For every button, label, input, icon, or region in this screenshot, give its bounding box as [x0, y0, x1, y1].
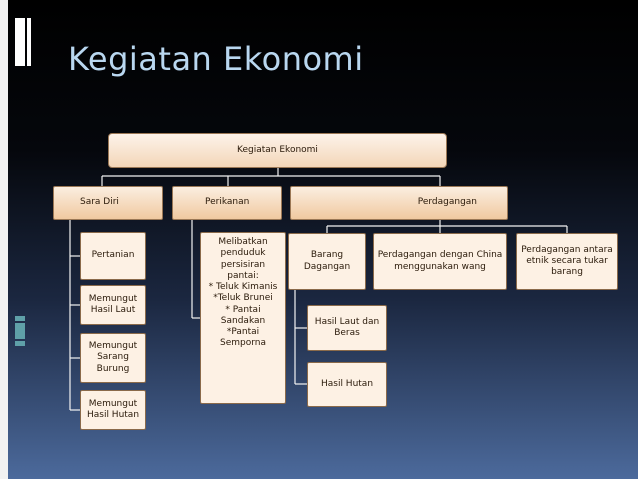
- node-barang-dagangan: Barang Dagangan: [288, 233, 366, 290]
- slide-title: Kegiatan Ekonomi: [68, 40, 364, 78]
- leaf-hasil-laut-dan-beras: Hasil Laut dan Beras: [307, 305, 387, 351]
- left-accent-bar: [0, 0, 8, 479]
- leaf-memungut-hasil-hutan: Memungut Hasil Hutan: [80, 390, 146, 430]
- root-node: Kegiatan Ekonomi: [108, 133, 447, 168]
- leaf-pertanian: Pertanian: [80, 232, 146, 280]
- branch-sara-diri: Sara Diri: [53, 186, 163, 220]
- branch-perdagangan: Perdagangan: [290, 186, 508, 220]
- leaf-memungut-hasil-laut: Memungut Hasil Laut: [80, 285, 146, 325]
- node-perdagangan-china: Perdagangan dengan China menggunakan wan…: [373, 233, 507, 290]
- branch-perikanan: Perikanan: [172, 186, 282, 220]
- leaf-perikanan-detail: Melibatkan penduduk persisiran pantai: *…: [200, 232, 286, 404]
- leaf-hasil-hutan: Hasil Hutan: [307, 362, 387, 407]
- leaf-memungut-sarang-burung: Memungut Sarang Burung: [80, 333, 146, 383]
- node-perdagangan-antara-etnik: Perdagangan antara etnik secara tukar ba…: [516, 233, 618, 290]
